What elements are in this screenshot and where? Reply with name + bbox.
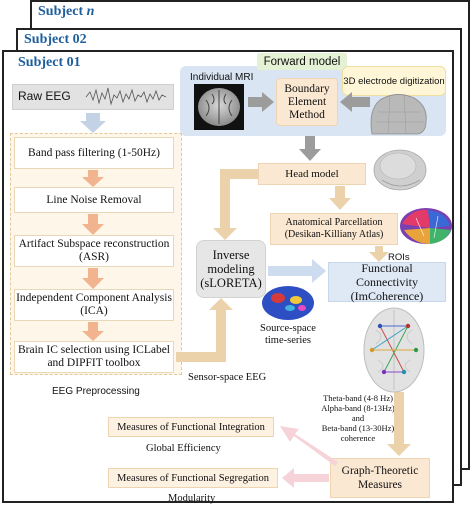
forward-model-title: Forward model [257,53,347,70]
subject-01-title: Subject 01 [18,55,81,70]
arrow-graph-to-integration [280,426,338,466]
arrow-forward-to-headmodel [299,136,321,161]
source-space-label: Source-space time-series [260,323,316,346]
band-coherence: coherence [340,433,376,443]
arrow-headmodel-to-inverse [213,169,258,240]
eeg-signal-icon [85,87,167,106]
bem-box: Boundary Element Method [276,78,338,126]
band-alpha: Alpha-band (8-13Hz) [321,403,395,413]
arrow-step-2 [82,214,104,235]
head-mesh-icon [370,93,427,135]
arrow-headmodel-to-parcellation [329,186,351,210]
preprocess-arrows [82,170,104,341]
electrode-label: 3D electrode digitization [342,66,446,96]
head-model-icon [373,149,427,191]
subject-n-var: n [86,4,95,19]
arrow-parcellation-to-fc [369,246,389,262]
subject-n-title: Subject n [38,4,95,19]
arrow-step-4 [82,322,104,341]
integration-box: Measures of Functional Integration [108,417,274,437]
raw-eeg-label: Raw EEG [18,89,71,103]
functional-connectivity-box: Functional Connectivity (ImCoherence) [328,261,446,303]
sensor-space-label: Sensor-space EEG [188,372,267,383]
preprocessing-caption: EEG Preprocessing [52,386,140,397]
band-beta: Beta-band (13-30Hz) [321,423,395,433]
band-theta: Theta-band (4-8 Hz) [323,393,393,403]
parcellation-brain-icon [400,208,452,244]
mri-label: Individual MRI [190,72,254,83]
step-bandpass: Band pass filtering (1-50Hz) [14,137,174,169]
inverse-modeling-box: Inverse modeling (sLORETA) [196,240,266,298]
bands-text: Theta-band (4-8 Hz) Alpha-band (8-13Hz) … [306,393,410,443]
source-brain-icon [262,286,314,320]
segregation-metric: Modularity [168,493,216,504]
parcellation-box: Anatomical Parcellation (Desikan-Killian… [270,213,398,245]
arrow-inverse-to-fc [268,259,326,283]
connectivity-brain-icon [363,307,425,393]
arrow-mri-to-bem [248,92,274,112]
segregation-box: Measures of Functional Segregation [108,468,278,488]
arrow-graph-to-segregation [282,468,329,488]
band-and: and [351,413,365,423]
head-model-box: Head model [258,163,366,185]
subject-02-title: Subject 02 [24,32,87,47]
brain-mri-icon [194,84,244,130]
rois-label: ROIs [388,252,410,263]
arrow-fc-to-graph [387,392,411,456]
step-ica: Independent Component Analysis (ICA) [14,289,174,321]
raw-eeg-box [12,84,174,110]
arrow-step-1 [82,170,104,187]
graph-measures-box: Graph-Theoretic Measures [330,458,430,498]
arrow-electrode-to-bem [340,92,370,112]
arrow-raw-to-bandpass [80,113,106,133]
step-asr: Artifact Subspace reconstruction (ASR) [14,235,174,267]
step-ic-selection: Brain IC selection using ICLabel and DIP… [14,341,174,373]
integration-metric: Global Efficiency [146,443,221,454]
arrow-sensor-to-inverse [176,298,233,362]
arrow-step-3 [82,268,104,289]
step-line-noise: Line Noise Removal [14,187,174,213]
